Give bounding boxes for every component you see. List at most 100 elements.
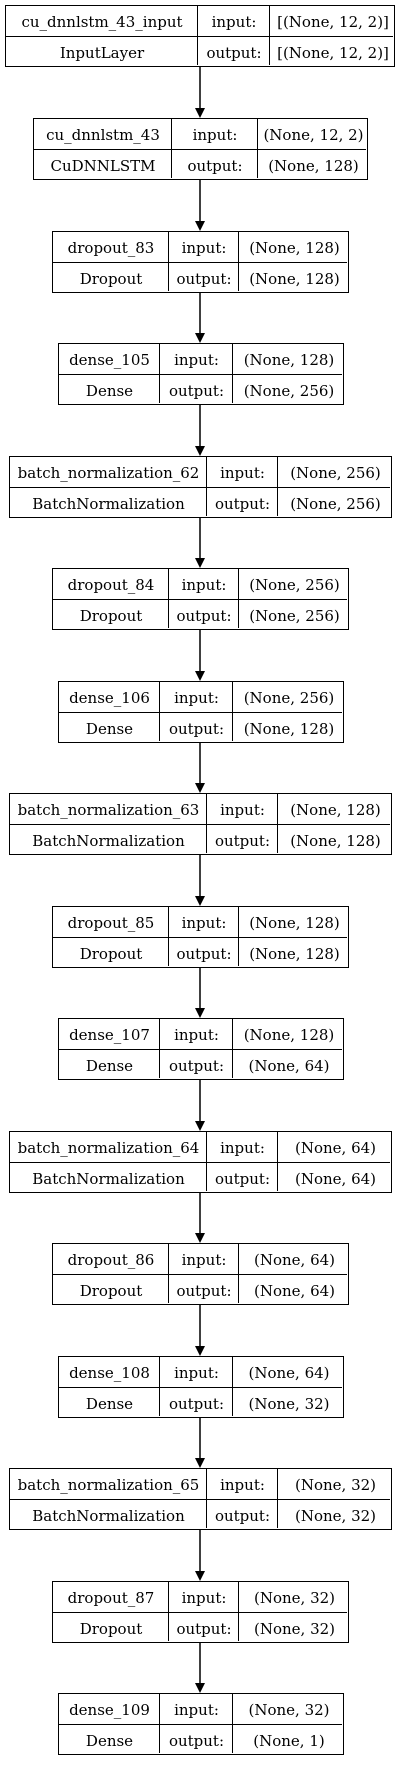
row-divider	[53, 1612, 347, 1613]
layer-type: Dense	[85, 1731, 134, 1750]
input-label: input:	[181, 1250, 227, 1269]
column-divider	[159, 1694, 160, 1753]
input-shape: (None, 256)	[243, 688, 335, 707]
column-divider	[159, 1019, 160, 1078]
column-divider	[232, 1694, 233, 1753]
arrowhead-icon	[195, 1346, 205, 1356]
output-shape: (None, 64)	[253, 1281, 336, 1300]
row-divider	[10, 1499, 390, 1500]
layer-type: Dropout	[79, 1281, 143, 1300]
output-shape: [(None, 12, 2)]	[277, 43, 389, 62]
column-divider	[168, 569, 169, 628]
arrowhead-icon	[195, 671, 205, 681]
input-label: input:	[192, 125, 238, 144]
layer-name: batch_normalization_63	[17, 800, 200, 819]
arrowhead-icon	[195, 333, 205, 343]
layer-type: Dropout	[79, 944, 143, 963]
column-divider	[238, 1582, 239, 1641]
layer-name: dense_106	[69, 688, 150, 707]
layer-type: BatchNormalization	[32, 831, 185, 850]
layer-name: dropout_84	[67, 575, 155, 594]
output-shape: (None, 256)	[243, 381, 335, 400]
layer-type: Dropout	[79, 269, 143, 288]
input-label: input:	[220, 463, 265, 482]
output-label: output:	[176, 1281, 232, 1300]
input-label: input:	[220, 1138, 265, 1157]
row-divider	[34, 149, 366, 150]
input-label: input:	[181, 1588, 227, 1607]
input-label: input:	[181, 913, 227, 932]
column-divider	[277, 1132, 278, 1191]
column-divider	[238, 569, 239, 628]
input-label: input:	[220, 1475, 265, 1494]
output-label: output:	[214, 831, 271, 850]
arrowhead-icon	[195, 1571, 205, 1581]
column-divider	[238, 232, 239, 291]
column-divider	[257, 119, 258, 178]
input-label: input:	[181, 238, 227, 257]
output-shape: (None, 32)	[248, 1394, 330, 1413]
row-divider	[53, 1274, 347, 1275]
output-label: output:	[176, 944, 232, 963]
output-label: output:	[176, 269, 232, 288]
input-shape: (None, 64)	[248, 1363, 330, 1382]
column-divider	[197, 6, 198, 65]
output-label: output:	[206, 43, 262, 62]
layer-name: batch_normalization_62	[17, 463, 200, 482]
output-label: output:	[214, 494, 271, 513]
column-divider	[206, 794, 207, 853]
input-label: input:	[174, 350, 219, 369]
arrowhead-icon	[195, 221, 205, 231]
input-label: input:	[220, 800, 265, 819]
output-shape: (None, 256)	[249, 606, 340, 625]
row-divider	[10, 487, 390, 488]
column-divider	[232, 682, 233, 741]
column-divider	[168, 907, 169, 966]
output-shape: (None, 1)	[253, 1731, 325, 1750]
output-shape: (None, 256)	[290, 494, 381, 513]
arrowhead-icon	[195, 446, 205, 456]
input-label: input:	[211, 12, 257, 31]
layer-name: dropout_83	[67, 238, 155, 257]
output-label: output:	[168, 381, 225, 400]
column-divider	[159, 682, 160, 741]
output-label: output:	[168, 1731, 225, 1750]
output-shape: (None, 32)	[294, 1506, 377, 1525]
arrowhead-icon	[195, 783, 205, 793]
layer-type: CuDNNLSTM	[50, 156, 156, 175]
output-label: output:	[176, 1619, 232, 1638]
row-divider	[6, 36, 393, 37]
column-divider	[168, 1244, 169, 1303]
input-label: input:	[174, 1363, 219, 1382]
layer-type: BatchNormalization	[32, 494, 185, 513]
layer-name: cu_dnnlstm_43	[46, 125, 160, 144]
column-divider	[206, 457, 207, 516]
column-divider	[232, 1019, 233, 1078]
output-label: output:	[214, 1169, 271, 1188]
output-label: output:	[176, 606, 232, 625]
input-shape: (None, 128)	[249, 238, 340, 257]
output-label: output:	[214, 1506, 271, 1525]
column-divider	[206, 1469, 207, 1528]
layer-name: dense_108	[69, 1363, 150, 1382]
column-divider	[168, 1582, 169, 1641]
layer-name: dense_107	[69, 1025, 150, 1044]
layer-name: dropout_87	[67, 1588, 155, 1607]
layer-type: BatchNormalization	[32, 1506, 185, 1525]
row-divider	[59, 1387, 342, 1388]
layer-name: dropout_86	[67, 1250, 155, 1269]
arrowhead-icon	[195, 1683, 205, 1693]
arrowhead-icon	[195, 1458, 205, 1468]
